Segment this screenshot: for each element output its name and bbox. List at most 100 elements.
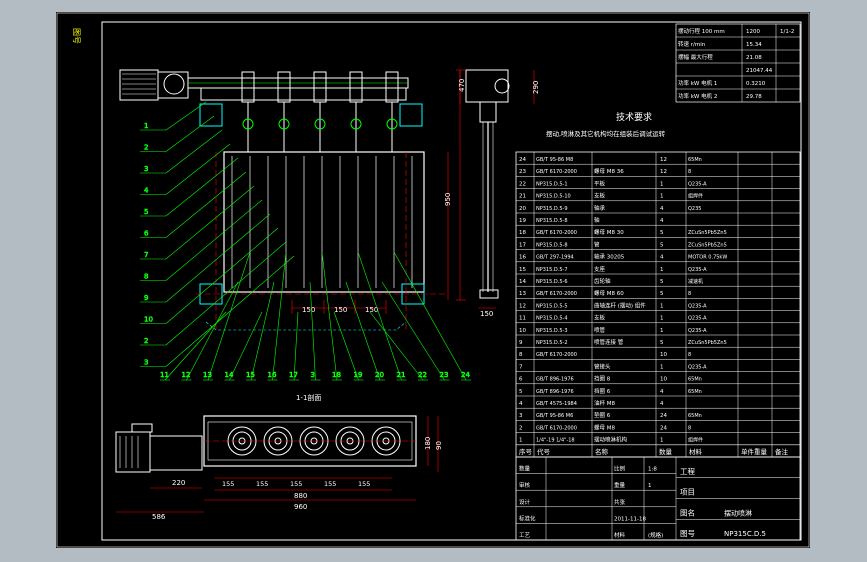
balloon-bottom: 11 [160, 371, 169, 379]
bom-qty: 4 [660, 255, 664, 261]
bom-no: 22 [519, 181, 526, 187]
balloon-left: 3 [144, 359, 148, 367]
spec-label: 功率 kW 电机 2 [678, 92, 717, 100]
balloon-bottom: 16 [268, 371, 277, 379]
bom-material: 65Mn [688, 157, 702, 163]
bom-no: 9 [519, 340, 523, 346]
bom-material: Q235-A [688, 267, 707, 273]
side-gearbox [465, 69, 509, 103]
engineering-drawing: 图号 [56, 12, 810, 548]
title-row-label: 数量 [519, 465, 531, 473]
bom-code: NP315.D.5-8 [536, 218, 568, 224]
plan-total-dim: 880 [294, 492, 307, 500]
gearbox-flange [163, 73, 185, 95]
title-right-label: 图号 [680, 529, 695, 538]
bom-no: 20 [519, 206, 526, 212]
bom-code: GB/T 297-1994 [536, 255, 574, 261]
corner-mark: 图号 [72, 28, 81, 44]
bom-material: MOTOR 0.75kW [688, 255, 727, 261]
bom-qty: 5 [660, 230, 664, 236]
spec-value: 21047.44 [746, 68, 773, 74]
bom-no: 14 [519, 279, 526, 285]
bom-no: 8 [519, 352, 523, 358]
title-right-label: 项目 [680, 488, 695, 497]
bom-no: 24 [519, 157, 526, 163]
bom-material: 8 [688, 291, 691, 297]
bom-no: 4 [519, 401, 523, 407]
plan-left-dim: 586 [152, 513, 166, 521]
bom-material: Q235-A [688, 303, 707, 309]
bom-code: NP315.D.5-3 [536, 328, 568, 334]
bom-material: ZCuSn5Pb5Zn5 [688, 340, 727, 346]
bom-name: 支板 [594, 314, 606, 322]
bom-qty: 1 [660, 303, 664, 309]
balloon-bottom: 20 [375, 371, 384, 379]
bom-no: 7 [519, 364, 523, 370]
bom-material: Q235-A [688, 181, 707, 187]
bom-no: 19 [519, 218, 526, 224]
title-info-value: 1 [648, 483, 652, 489]
bom-material: 8 [688, 352, 691, 358]
bom-code: NP315.D.5-8 [536, 242, 568, 248]
bom-code: GB/T 6170-2000 [536, 291, 577, 297]
bearing-icon [278, 118, 290, 130]
support-left-top [199, 103, 223, 127]
bearing-icon [314, 118, 326, 130]
bom-no: 1 [519, 438, 523, 444]
bom-material: Q235-A [688, 328, 707, 334]
title-row-label: 标准化 [519, 514, 536, 522]
spec-label: 摆动行程 100 mm [678, 27, 725, 35]
bom-no: 23 [519, 169, 526, 175]
plan-pitch-dim: 155 [358, 480, 370, 488]
bom-name: 轴承 [594, 204, 606, 212]
bom-no: 12 [519, 303, 526, 309]
balloon-bottom: 22 [418, 371, 427, 379]
title-info-label: 2011-11-18 [614, 516, 646, 522]
balloon-bottom: 15 [246, 371, 255, 379]
bom-qty: 4 [660, 389, 664, 395]
balloon-bottom: 24 [461, 371, 470, 379]
side-top-dim: 470 [458, 79, 466, 92]
plan-pitch-dim: 155 [222, 480, 234, 488]
bom-material: Q235 [688, 206, 701, 212]
bom-material: 8 [688, 425, 691, 431]
bom-code: GB/T 6170-2000 [536, 425, 577, 431]
plan-pitch-dim: 155 [256, 480, 268, 488]
bom-qty: 1 [660, 364, 664, 370]
plan-overall-dim: 960 [294, 503, 307, 511]
balloon-left: 10 [144, 316, 153, 324]
bom-name: 挡圈 6 [594, 387, 611, 395]
bom-header-cell: 名称 [595, 447, 609, 456]
plan-pitch-dim: 155 [324, 480, 336, 488]
plan-gearbox [149, 435, 203, 471]
crank-block [313, 71, 327, 103]
spec-value: 15.34 [746, 42, 762, 48]
bom-name: 喷管连接 管 [594, 338, 624, 346]
bom-material: 65Mn [688, 377, 702, 383]
bom-code: GB/T 6170-2000 [536, 169, 577, 175]
bom-material: 65Mn [688, 389, 702, 395]
balloon-bottom: 23 [440, 371, 449, 379]
bom-no: 21 [519, 194, 526, 200]
title-row-label: 设计 [519, 498, 531, 506]
plan-right-dim-1: 180 [424, 437, 432, 450]
title-row-label: 工艺 [519, 532, 531, 539]
bom-no: 3 [519, 413, 523, 419]
bom-header-cell: 数量 [659, 447, 673, 456]
bom-name: 管 [594, 240, 600, 248]
balloon-left: 7 [144, 251, 148, 259]
side-right-dim: 290 [532, 81, 540, 94]
bom-qty: 12 [660, 169, 667, 175]
bearing-icon [350, 118, 362, 130]
bom-qty: 10 [660, 377, 667, 383]
spray-frame [223, 151, 425, 293]
bom-qty: 10 [660, 352, 667, 358]
bom-header-cell: 代号 [537, 447, 551, 456]
plan-view: 1-1剖面 [115, 393, 443, 521]
title-info-label: 比例 [614, 465, 626, 473]
bom-qty: 5 [660, 279, 664, 285]
bom-name: 支座 [594, 265, 606, 273]
spec-value: 0.3210 [746, 81, 766, 87]
